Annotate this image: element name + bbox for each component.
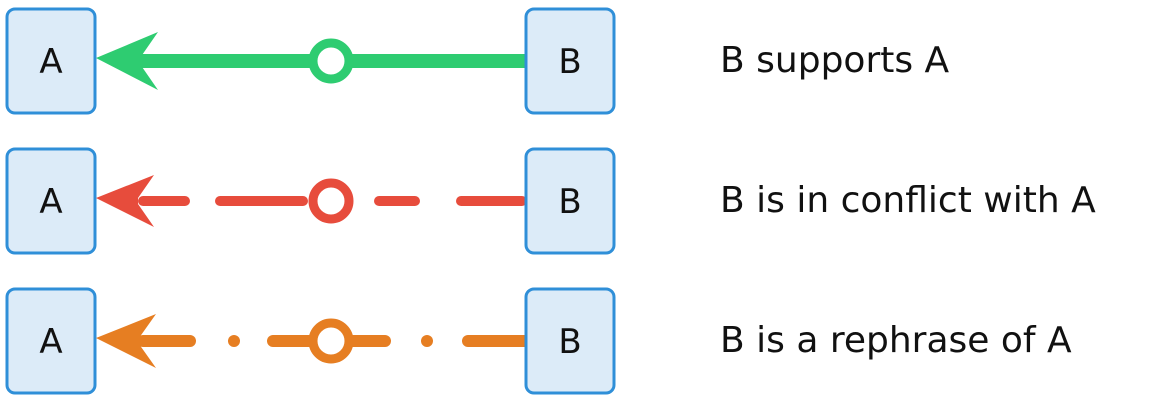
- node-a-label: A: [39, 322, 62, 362]
- row-conflict: A B B is in conflict with A: [5, 147, 1096, 255]
- edge-midpoint-marker: [308, 318, 354, 364]
- edge-rephrase: [96, 314, 532, 368]
- node-b-label: B: [558, 182, 581, 222]
- node-b-label: B: [558, 42, 581, 82]
- node-b: B: [524, 287, 616, 395]
- edge-dot: [228, 335, 240, 347]
- arrowhead: [96, 32, 158, 90]
- node-a-label: A: [39, 182, 62, 222]
- edge-supports: [96, 32, 534, 90]
- node-a: A: [5, 287, 97, 395]
- edge-conflict: [96, 175, 527, 227]
- node-b-label: B: [558, 322, 581, 362]
- edge-dot: [421, 335, 433, 347]
- node-a: A: [5, 147, 97, 255]
- node-a: A: [5, 7, 97, 115]
- row-supports: A B B supports A: [5, 7, 950, 115]
- edge-midpoint-marker: [308, 178, 354, 224]
- node-b: B: [524, 7, 616, 115]
- arrowhead: [96, 314, 156, 368]
- edge-midpoint-marker: [308, 38, 354, 84]
- node-b: B: [524, 147, 616, 255]
- arrowhead: [96, 175, 154, 227]
- node-a-label: A: [39, 42, 62, 82]
- row-rephrase: A B B is a rephrase of A: [5, 287, 1072, 395]
- relation-description: B is in conflict with A: [720, 180, 1096, 221]
- relation-description: B is a rephrase of A: [720, 320, 1072, 361]
- relation-description: B supports A: [720, 40, 950, 81]
